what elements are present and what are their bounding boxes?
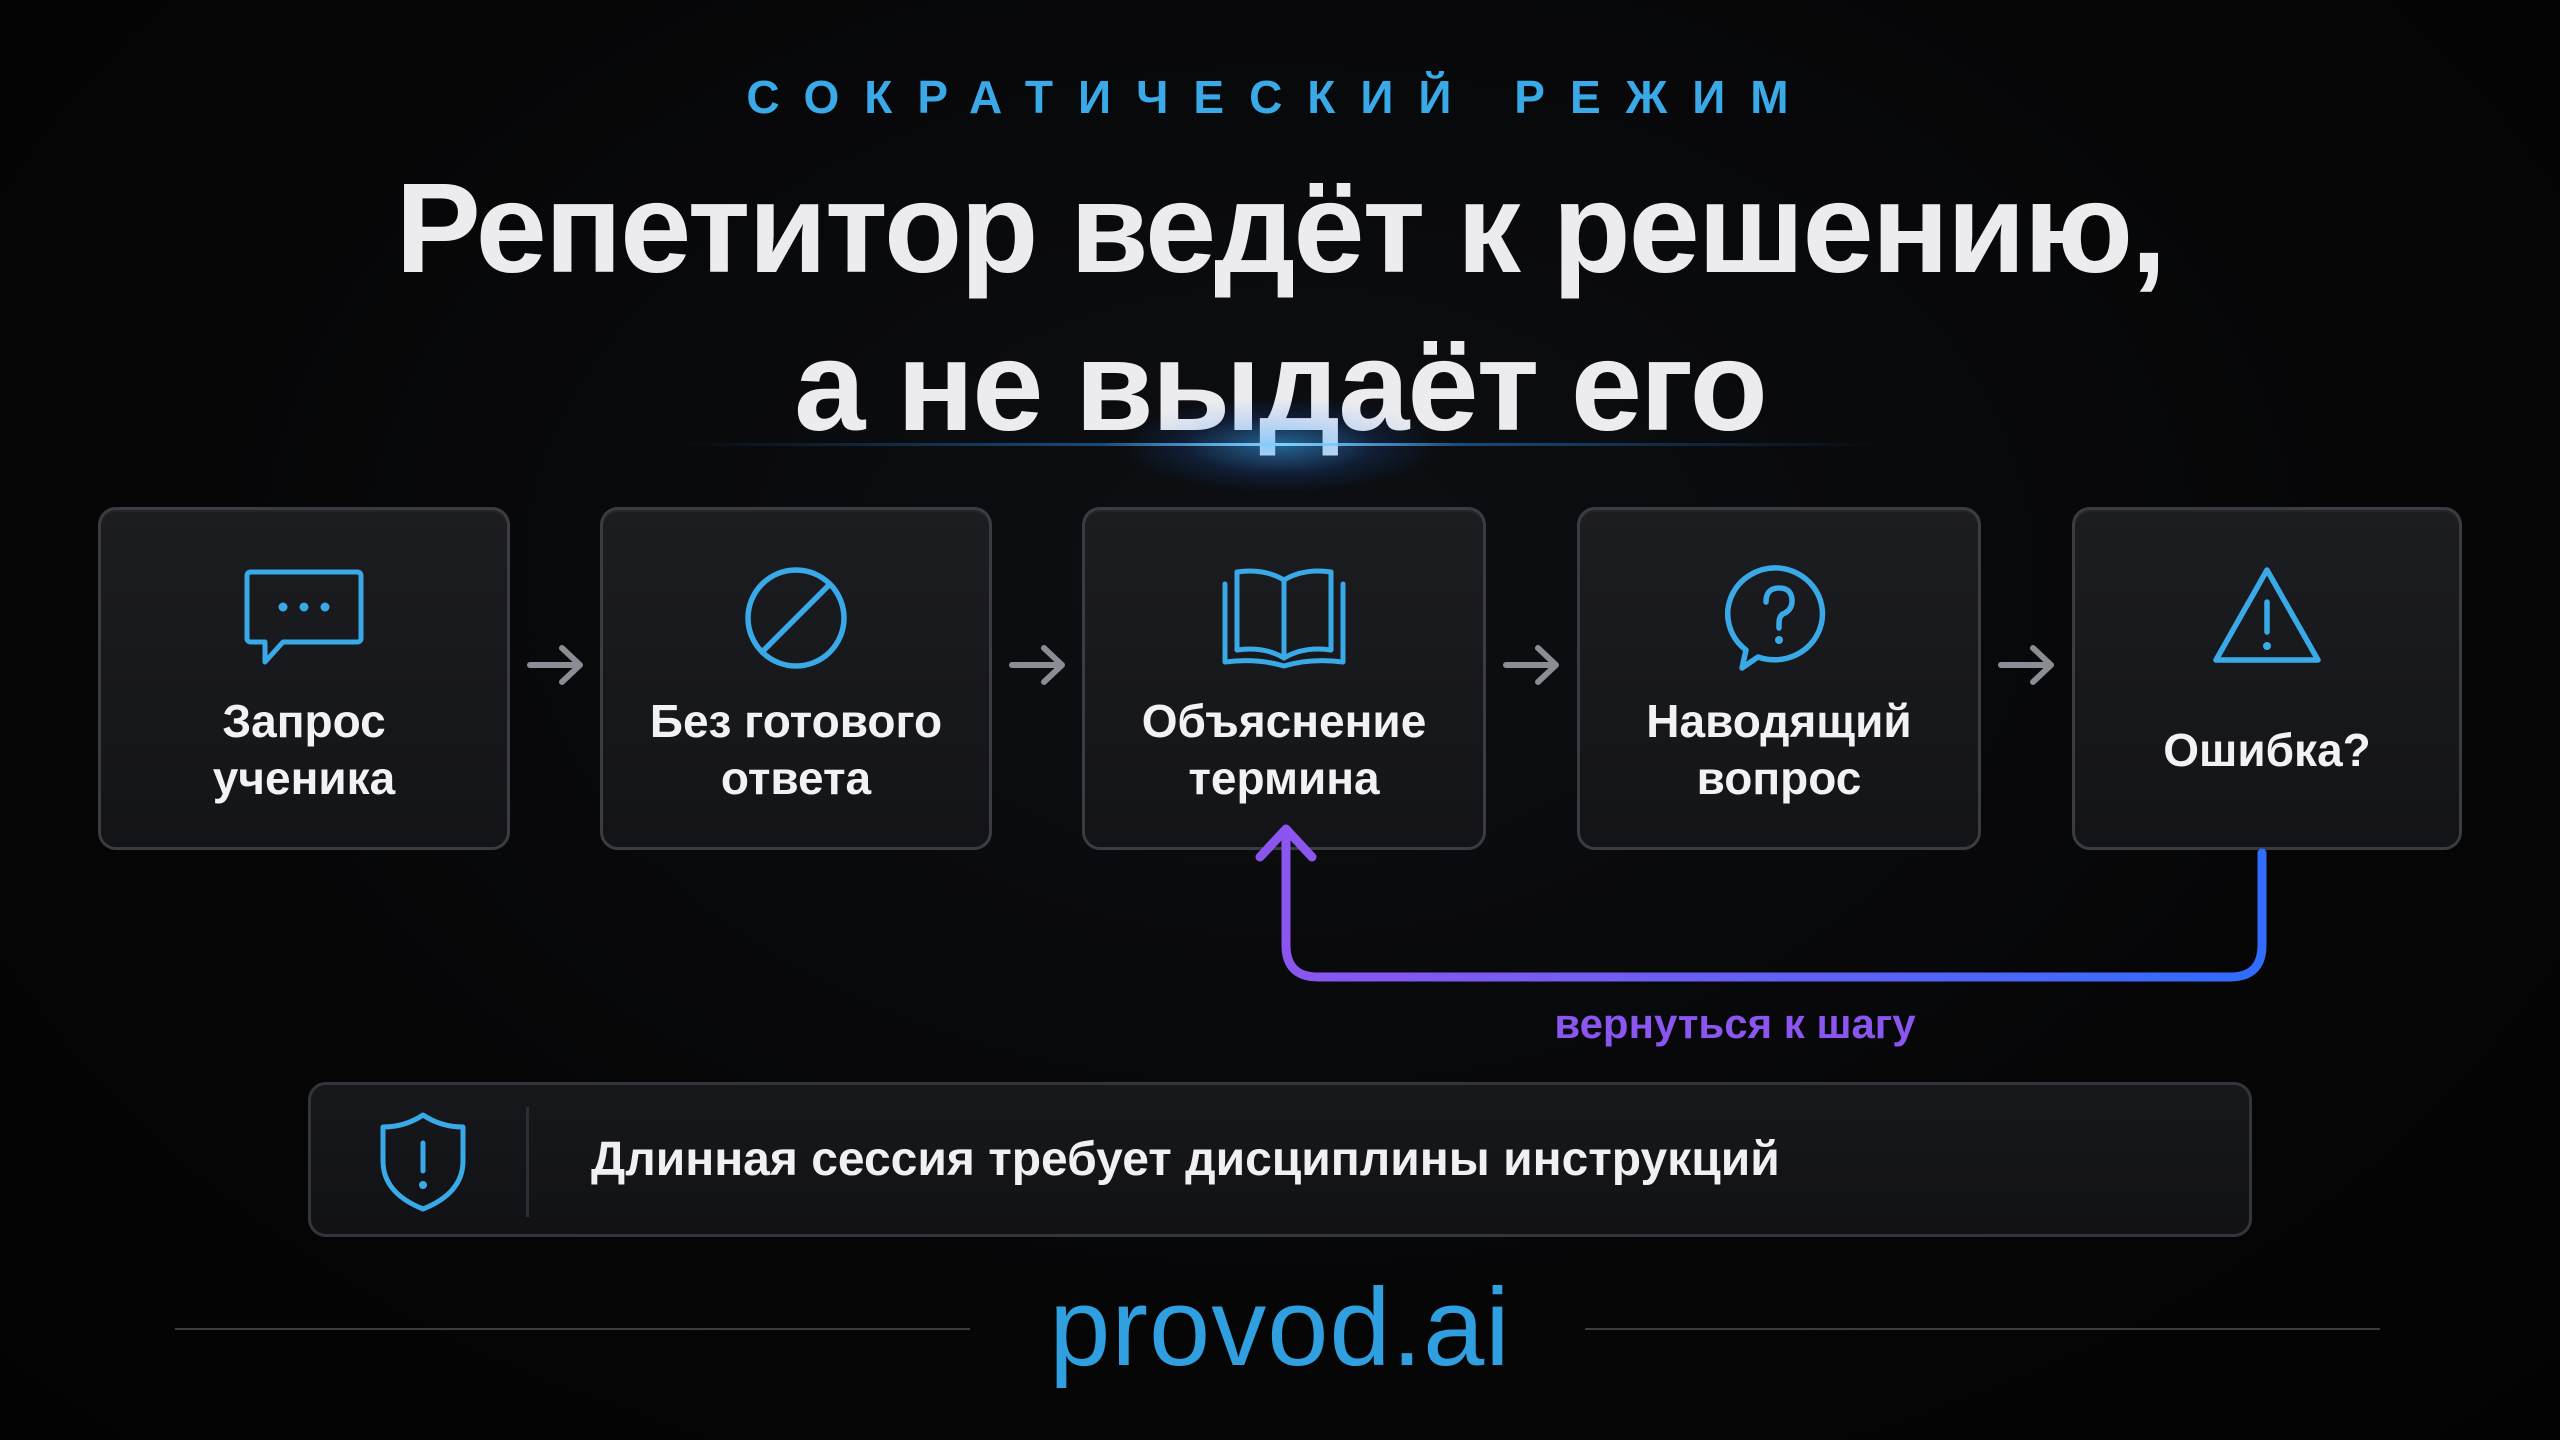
loop-label: вернуться к шагу [1554,1000,1916,1047]
arrow-right-icon [1995,640,2059,690]
title-glow-line [680,443,1880,446]
discipline-notice: Длинная сессия требует дисциплины инстру… [308,1082,2252,1237]
feedback-loop-arrow [1240,815,2290,995]
question-bubble-icon [1714,558,1844,678]
footer-rule-right [1585,1328,2380,1330]
no-entry-icon [731,558,861,678]
notice-divider [526,1107,529,1217]
step-label: Ошибка? [2163,723,2371,776]
arrow-right-icon [1006,640,1070,690]
shield-alert-icon [373,1107,473,1217]
step-no-ready-answer: Без готового ответа [600,507,992,850]
step-label: Без готового ответа [649,695,943,804]
warning-triangle-icon [2202,558,2332,678]
footer-rule-left [175,1328,970,1330]
brand-logo: provod.ai [1049,1266,1511,1389]
step-mistake: Ошибка? [2072,507,2462,850]
arrow-right-icon [524,640,588,690]
step-label: Запрос ученика [212,695,396,804]
step-leading-question: Наводящий вопрос [1577,507,1981,850]
step-label: Наводящий вопрос [1646,695,1912,804]
page-title: Репетитор ведёт к решению, а не выдаёт е… [0,150,2560,466]
step-term-explanation: Объяснение термина [1082,507,1486,850]
step-label: Объяснение термина [1141,695,1427,804]
chat-bubble-icon [239,558,369,678]
title-line-1: Репетитор ведёт к решению, [395,157,2166,300]
open-book-icon [1219,558,1349,678]
arrow-right-icon [1500,640,1564,690]
eyebrow-label: СОКРАТИЧЕСКИЙ РЕЖИМ [746,71,1814,123]
notice-text: Длинная сессия требует дисциплины инстру… [591,1133,1780,1186]
step-student-request: Запрос ученика [98,507,510,850]
